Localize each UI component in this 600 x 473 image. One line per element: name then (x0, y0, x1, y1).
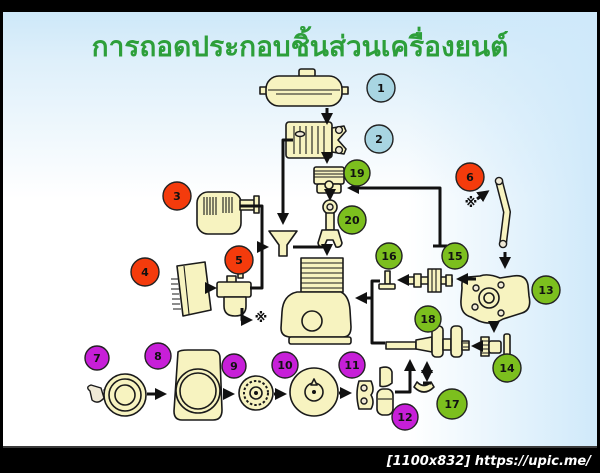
step-circle-7: 7 (84, 345, 110, 371)
step-circle-5: 5 (224, 245, 254, 275)
svg-text:19: 19 (349, 167, 364, 180)
svg-text:11: 11 (344, 359, 359, 372)
watermark-text: [1100x832] https://upic.me/ (386, 454, 591, 469)
connector-lines (147, 108, 511, 400)
step-circle-9: 9 (221, 353, 247, 379)
step-circle-20: 20 (337, 205, 367, 235)
part-piston (313, 166, 345, 194)
part-retainer-washer (413, 381, 435, 393)
step-circle-19: 19 (343, 159, 371, 187)
svg-text:10: 10 (277, 359, 293, 372)
step-circle-17: 17 (436, 388, 468, 420)
svg-text:14: 14 (499, 362, 515, 375)
svg-text:3: 3 (173, 190, 181, 203)
part-clutch (376, 366, 394, 416)
part-kick-starter-lever (494, 176, 511, 249)
part-cylinder-head (285, 121, 347, 159)
step-circle-8: 8 (144, 342, 172, 370)
part-crankshaft (385, 325, 470, 358)
frame-left-edge (0, 0, 3, 473)
step-circle-12: 12 (391, 403, 419, 431)
svg-text:8: 8 (154, 350, 162, 363)
part-air-cleaner-cover (171, 261, 212, 317)
frame-bottom-bar (0, 446, 600, 473)
step-circle-13: 13 (531, 275, 561, 305)
step-circle-14: 14 (492, 353, 522, 383)
part-recoil-starter (87, 373, 147, 417)
frame-right-edge (597, 0, 600, 473)
step-circle-6: 6 (455, 162, 485, 192)
slide-title: การถอดประกอบชิ้นส่วนเครื่องยนต์ (91, 30, 509, 63)
svg-text:17: 17 (444, 398, 459, 411)
part-fuel-tank (259, 68, 349, 107)
part-starter-pulley (238, 375, 274, 411)
asterisk-mark-carburetor: ※ (255, 311, 268, 326)
frame-top-bar (0, 0, 600, 12)
part-fan-housing (173, 349, 223, 421)
step-circle-4: 4 (130, 257, 160, 287)
svg-text:5: 5 (235, 254, 243, 267)
part-points-cam (356, 380, 374, 410)
asterisk-mark-kick-lever: ※ (465, 196, 478, 211)
svg-text:4: 4 (141, 266, 149, 279)
part-camshaft (405, 268, 453, 293)
svg-text:15: 15 (447, 250, 462, 263)
step-circle-18: 18 (414, 305, 442, 333)
step-circle-1: 1 (366, 73, 396, 103)
part-crankcase-cover (460, 274, 531, 324)
svg-text:16: 16 (381, 250, 397, 263)
svg-text:18: 18 (420, 313, 435, 326)
svg-text:13: 13 (538, 284, 553, 297)
part-intake-funnel (268, 230, 298, 257)
svg-text:2: 2 (375, 133, 383, 146)
svg-text:1: 1 (377, 82, 385, 95)
step-circle-10: 10 (271, 351, 299, 379)
step-circle-15: 15 (441, 242, 469, 270)
svg-text:6: 6 (466, 171, 474, 184)
part-muffler (196, 191, 260, 235)
svg-text:12: 12 (397, 411, 412, 424)
part-valve-tappet (378, 270, 396, 290)
svg-text:20: 20 (344, 214, 360, 227)
part-carburetor (216, 271, 252, 317)
step-circle-3: 3 (162, 181, 192, 211)
step-circle-16: 16 (375, 242, 403, 270)
svg-text:9: 9 (230, 360, 238, 373)
step-circle-2: 2 (364, 124, 394, 154)
part-flywheel (289, 367, 339, 417)
step-circle-11: 11 (338, 351, 366, 379)
part-cylinder-block (280, 257, 352, 345)
svg-text:7: 7 (93, 352, 101, 365)
